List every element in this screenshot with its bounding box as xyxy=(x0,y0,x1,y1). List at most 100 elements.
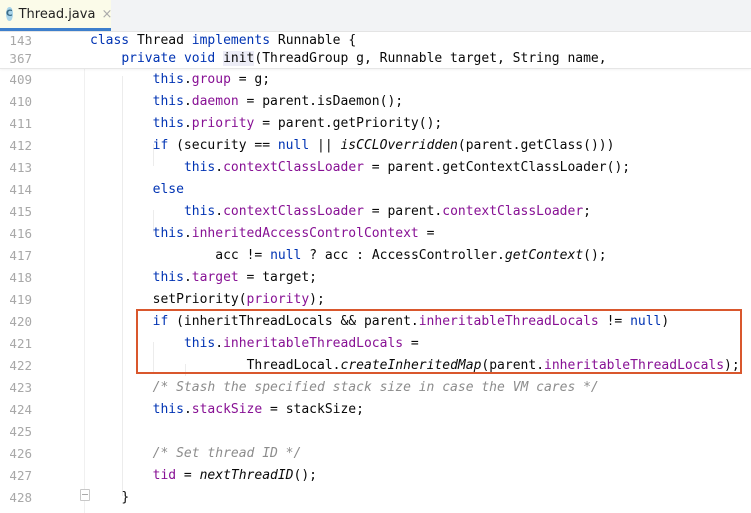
token-field: contextClassLoader xyxy=(223,204,364,219)
token-field: daemon xyxy=(191,94,239,109)
token: . xyxy=(183,270,192,285)
line-number: 421 xyxy=(9,336,32,351)
code-text: if (inheritThreadLocals && parent.inheri… xyxy=(153,311,670,333)
token-keyword: this xyxy=(152,270,184,285)
token-keyword: void xyxy=(183,51,216,66)
line-number: 412 xyxy=(9,138,32,153)
code-line[interactable]: 411 this.priority = parent.getPriority(); xyxy=(0,113,751,135)
token-field: priority xyxy=(246,292,310,307)
token xyxy=(176,51,184,66)
indent-guide xyxy=(122,76,123,496)
line-number: 423 xyxy=(9,380,32,395)
token: = xyxy=(403,336,419,351)
tab-thread-java[interactable]: C Thread.java × xyxy=(0,0,113,31)
fold-toggle-icon[interactable] xyxy=(80,489,90,501)
line-number: 367 xyxy=(9,51,32,66)
line-number: 420 xyxy=(9,314,32,329)
code-line[interactable]: 367 private void init(ThreadGroup g, Runn… xyxy=(0,50,751,68)
token-italic: getContext xyxy=(504,248,584,263)
token-comment: /* Set thread ID */ xyxy=(152,446,302,461)
token-keyword: this xyxy=(152,94,184,109)
code-line[interactable]: 412 if (security == null || isCCLOverridd… xyxy=(0,135,751,157)
code-text: this.priority = parent.getPriority(); xyxy=(153,113,443,135)
code-text: this.target = target; xyxy=(153,267,317,289)
code-text: private void init(ThreadGroup g, Runnabl… xyxy=(121,50,607,68)
token: ThreadLocal. xyxy=(246,358,341,373)
token: . xyxy=(215,204,224,219)
token-hl: init xyxy=(223,51,255,66)
token-keyword: class xyxy=(90,33,130,48)
code-text: this.daemon = parent.isDaemon(); xyxy=(153,91,403,113)
code-line[interactable]: 420 if (inheritThreadLocals && parent.inh… xyxy=(0,311,751,333)
line-number: 417 xyxy=(9,248,32,263)
token: Thread xyxy=(129,33,192,48)
code-line[interactable]: 426 /* Set thread ID */ xyxy=(0,443,751,465)
token: . xyxy=(183,226,192,241)
code-text: this.contextClassLoader = parent.getCont… xyxy=(184,157,630,179)
token: (); xyxy=(293,468,317,483)
code-line[interactable]: 428} xyxy=(0,487,751,509)
token: (ThreadGroup g, Runnable target, String … xyxy=(254,51,607,66)
token: ; xyxy=(583,204,591,219)
token xyxy=(215,51,223,66)
token-field: tid xyxy=(152,468,177,483)
token-keyword: this xyxy=(152,116,184,131)
token-keyword: if xyxy=(152,138,169,153)
line-number: 426 xyxy=(9,446,32,461)
token-italic: createInheritedMap xyxy=(340,358,482,373)
code-text: tid = nextThreadID(); xyxy=(153,465,317,487)
token-keyword: null xyxy=(630,314,662,329)
indent-guide xyxy=(153,210,154,232)
token-field: inheritedAccessControlContext xyxy=(191,226,419,241)
token-keyword: this xyxy=(152,226,184,241)
token-italic: isCCLOverridden xyxy=(340,138,458,153)
token: (parent. xyxy=(481,358,545,373)
token: ? acc : AccessController. xyxy=(301,248,505,263)
token: (inheritThreadLocals && parent. xyxy=(168,314,419,329)
token-keyword: null xyxy=(270,248,302,263)
token: } xyxy=(121,490,130,505)
token-field: contextClassLoader xyxy=(223,160,364,175)
token: = g; xyxy=(230,72,271,87)
token: = parent. xyxy=(363,204,443,219)
line-number-gutter xyxy=(0,32,84,513)
line-number: 422 xyxy=(9,358,32,373)
token-field: inheritableThreadLocals xyxy=(544,358,725,373)
token-field: inheritableThreadLocals xyxy=(418,314,599,329)
code-line[interactable]: 425 xyxy=(0,421,751,443)
code-text: if (security == null || isCCLOverridden(… xyxy=(153,135,615,157)
code-text: this.inheritedAccessControlContext = xyxy=(153,223,435,245)
token-keyword: if xyxy=(152,314,169,329)
line-number: 424 xyxy=(9,402,32,417)
close-icon[interactable]: × xyxy=(101,6,113,22)
line-number: 411 xyxy=(9,116,32,131)
token: = stackSize; xyxy=(262,402,364,417)
code-line[interactable]: 423/* Stash the specified stack size in … xyxy=(0,377,751,399)
token: ); xyxy=(724,358,740,373)
token: acc != xyxy=(215,248,271,263)
token-keyword: this xyxy=(183,160,216,175)
code-text: acc != null ? acc : AccessController.get… xyxy=(215,245,606,267)
code-line[interactable]: 417 acc != null ? acc : AccessController.… xyxy=(0,245,751,267)
token: . xyxy=(183,116,192,131)
token-field: group xyxy=(191,72,231,87)
code-text: else xyxy=(153,179,184,201)
code-line[interactable]: 422 ThreadLocal.createInheritedMap(parent… xyxy=(0,355,751,377)
indent-guide xyxy=(153,144,154,166)
token: = xyxy=(418,226,435,241)
line-number: 415 xyxy=(9,204,32,219)
